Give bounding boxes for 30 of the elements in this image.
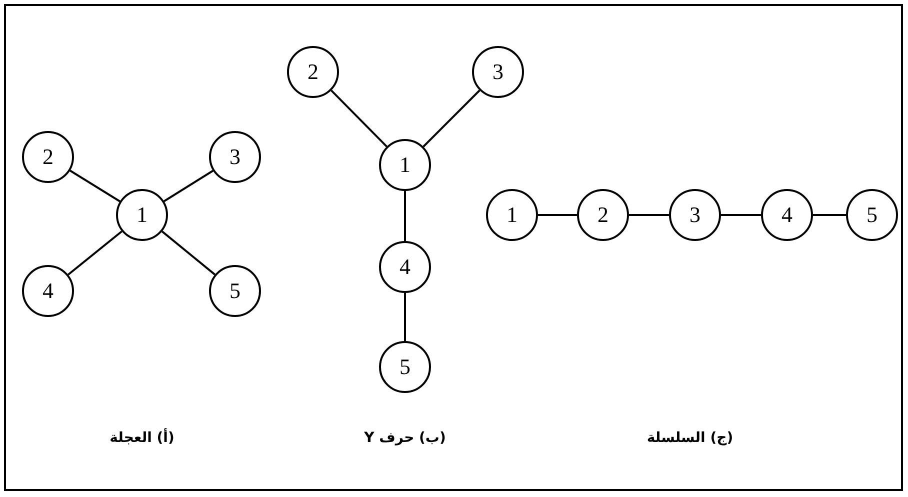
caption: (ب) حرف Y (364, 430, 446, 446)
number-circle: 4 (379, 241, 431, 293)
connector-line (404, 293, 406, 341)
connector-line (68, 230, 122, 276)
number-circle: 5 (846, 189, 898, 241)
number-circle: 3 (472, 46, 524, 98)
connector-line (629, 214, 669, 216)
connector-line (164, 170, 214, 202)
number-circle: 1 (116, 189, 168, 241)
connector-line (330, 90, 388, 148)
number-circle: 4 (761, 189, 813, 241)
number-circle: 2 (577, 189, 629, 241)
number-circle: 4 (22, 265, 74, 317)
caption: (أ) العجلة (110, 430, 174, 446)
connector-line (422, 90, 480, 148)
number-circle: 2 (22, 131, 74, 183)
connector-line (162, 230, 216, 276)
connector-line (538, 214, 577, 216)
number-circle: 3 (209, 131, 261, 183)
number-circle: 1 (379, 139, 431, 191)
number-circle: 5 (379, 341, 431, 393)
number-circle: 5 (209, 265, 261, 317)
connector-line (813, 214, 846, 216)
caption: (ج) السلسلة (646, 430, 734, 446)
number-circle: 2 (287, 46, 339, 98)
number-circle: 1 (486, 189, 538, 241)
connector-line (404, 191, 406, 241)
connector-line (70, 170, 120, 202)
number-circle: 3 (669, 189, 721, 241)
connector-line (721, 214, 761, 216)
